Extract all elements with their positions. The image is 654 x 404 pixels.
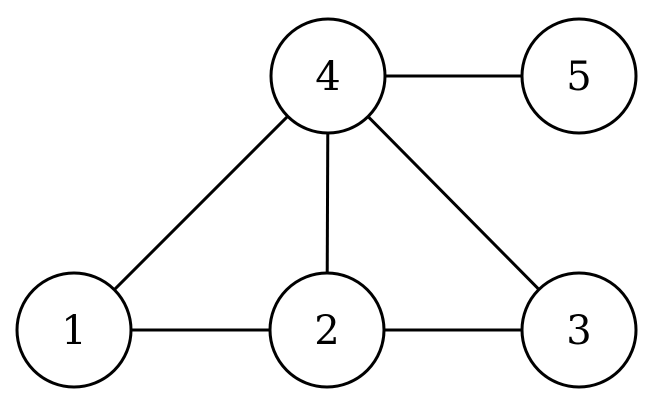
graph-node-label-2: 2 bbox=[314, 308, 339, 354]
graph-edge-4-2 bbox=[325, 132, 330, 274]
graph-node-label-3: 3 bbox=[566, 308, 591, 354]
graph-edge-1-4 bbox=[113, 115, 289, 291]
graph-node-2[interactable]: 2 bbox=[268, 271, 386, 389]
nodes-layer: 1 2 3 4 5 bbox=[15, 17, 638, 389]
graph-node-5[interactable]: 5 bbox=[520, 17, 638, 135]
graph-node-3[interactable]: 3 bbox=[520, 271, 638, 389]
graph-edge-4-3 bbox=[366, 115, 541, 291]
graph-node-label-5: 5 bbox=[566, 54, 591, 100]
graph-node-label-1: 1 bbox=[61, 308, 86, 354]
graph-node-circle-5[interactable] bbox=[520, 17, 638, 135]
graph-node-circle-3[interactable] bbox=[520, 271, 638, 389]
edges-layer bbox=[113, 74, 541, 332]
graph-node-circle-1[interactable] bbox=[15, 271, 133, 389]
graph-node-label-4: 4 bbox=[315, 54, 340, 100]
graph-node-1[interactable]: 1 bbox=[15, 271, 133, 389]
graph-node-circle-2[interactable] bbox=[268, 271, 386, 389]
graph-node-circle-4[interactable] bbox=[269, 17, 387, 135]
graph-node-4[interactable]: 4 bbox=[269, 17, 387, 135]
